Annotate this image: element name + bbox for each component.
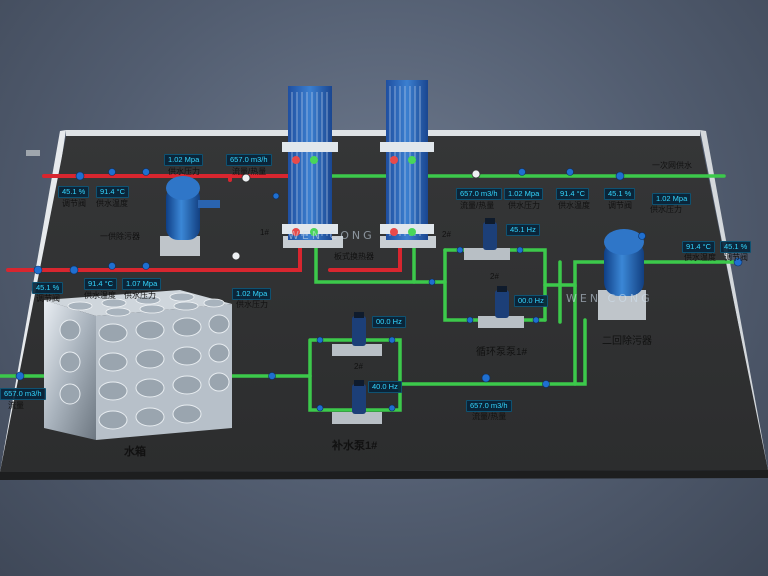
watermark-right: WEN CONG bbox=[566, 292, 653, 305]
flow-display-bottom: 657.0 m3/h bbox=[466, 400, 512, 412]
valves bbox=[15, 168, 743, 412]
label-supply-pressure-left3: 供水压力 bbox=[236, 300, 268, 309]
circulation-pump-2 bbox=[464, 218, 510, 260]
temp-display-right2: 91.4 °C bbox=[682, 241, 716, 253]
label-plate-heat-exchanger: 板式换热器 bbox=[334, 252, 374, 261]
frequency-display-makeup-top: 00.0 Hz bbox=[372, 316, 406, 328]
label-water-tank: 水箱 bbox=[124, 446, 146, 458]
floor-wall-left bbox=[0, 130, 66, 472]
pressure-display-left3: 1.02 Mpa bbox=[232, 288, 272, 300]
label-regulating-valve-right: 调节阀 bbox=[608, 201, 632, 210]
floor-edge bbox=[0, 470, 768, 480]
floor-wall-back bbox=[66, 130, 700, 136]
label-supply-pressure-right: 供水压力 bbox=[508, 201, 540, 210]
label-supply-pressure-top: 供水压力 bbox=[168, 167, 200, 176]
temp-display-right: 91.4 °C bbox=[556, 188, 590, 200]
makeup-pump-2 bbox=[332, 312, 382, 356]
label-regulating-valve-right2: 调节阀 bbox=[724, 253, 748, 262]
valve-display-right2: 45.1 % bbox=[720, 241, 752, 253]
label-makeup-pump-2: 2# bbox=[354, 362, 363, 371]
temp-display-left: 91.4 °C bbox=[96, 186, 130, 198]
label-supply-temp-left2: 供水温度 bbox=[84, 291, 116, 300]
temp-display-left2: 91.4 °C bbox=[84, 278, 118, 290]
label-flow-left-edge: 流量 bbox=[8, 401, 24, 410]
valve-display-left2: 45.1 % bbox=[32, 282, 64, 294]
label-flow-right: 流量/热量 bbox=[460, 201, 495, 210]
left-wall-cabinet bbox=[26, 150, 40, 156]
frequency-display-pump2-top: 45.1 Hz bbox=[506, 224, 540, 236]
label-plate-valve-1: 1# bbox=[260, 228, 269, 237]
pressure-display-right2: 1.02 Mpa bbox=[652, 193, 692, 205]
flow-display-right: 657.0 m3/h bbox=[456, 188, 502, 200]
flow-display-top-left: 657.0 m3/h bbox=[226, 154, 272, 166]
frequency-display-pump2: 00.0 Hz bbox=[514, 295, 548, 307]
frequency-display-makeup1: 40.0 Hz bbox=[368, 381, 402, 393]
label-flow-heat-top: 流量/热量 bbox=[232, 167, 267, 176]
makeup-pump-1 bbox=[332, 380, 382, 424]
label-supply-temp-right2: 供水温度 bbox=[684, 253, 716, 262]
label-flow-bottom: 流量/热量 bbox=[472, 412, 507, 421]
dirt-separator-2 bbox=[598, 229, 646, 320]
label-circulation-pump-1: 循环泵泵1# bbox=[476, 347, 528, 358]
label-supply-temp-right: 供水温度 bbox=[558, 201, 590, 210]
label-pump-2-right: 2# bbox=[490, 272, 499, 281]
dirt-separator-1 bbox=[160, 176, 220, 256]
flow-display-left-edge: 657.0 m3/h bbox=[0, 388, 46, 400]
pressure-display-top-left: 1.02 Mpa bbox=[164, 154, 204, 166]
label-makeup-pump-1: 补水泵1# bbox=[332, 440, 378, 452]
label-regulating-valve-left: 调节阀 bbox=[62, 199, 86, 208]
water-tank bbox=[44, 290, 232, 440]
gauges bbox=[231, 169, 481, 261]
label-regulating-valve-left2: 调节阀 bbox=[36, 294, 60, 303]
plate-heat-exchanger-2 bbox=[380, 80, 436, 248]
valve-display-right: 45.1 % bbox=[604, 188, 636, 200]
label-pump-2-top: 2# bbox=[442, 230, 451, 239]
pressure-display-left2: 1.07 Mpa bbox=[122, 278, 162, 290]
label-secondary-dirt-separator: 二回除污器 bbox=[602, 336, 652, 347]
circulation-pump-1 bbox=[478, 286, 524, 328]
label-supply-temp-left: 供水温度 bbox=[96, 199, 128, 208]
label-supply-pressure-right2: 供水压力 bbox=[650, 205, 682, 214]
label-supply-pressure-left2: 供水压力 bbox=[124, 291, 156, 300]
label-primary-supply: 一次网供水 bbox=[652, 161, 692, 170]
label-first-dirt-separator: 一供除污器 bbox=[100, 232, 140, 241]
watermark-center: WEN CONG bbox=[288, 229, 375, 242]
pressure-display-right: 1.02 Mpa bbox=[504, 188, 544, 200]
valve-display-left: 45.1 % bbox=[58, 186, 90, 198]
plate-heat-exchanger-1 bbox=[282, 86, 343, 248]
